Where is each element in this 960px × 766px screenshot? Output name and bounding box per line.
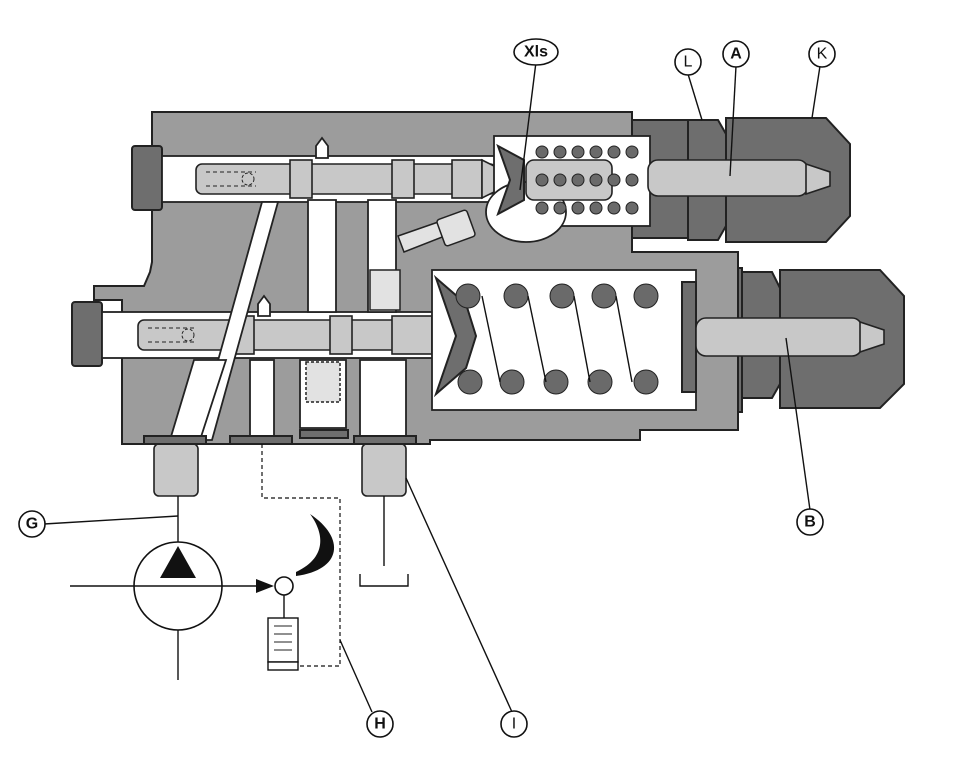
callout-g: G [18, 510, 46, 538]
callout-xls: Xls [513, 38, 559, 66]
upper-left-cap [131, 145, 163, 211]
adjuster-b [695, 269, 905, 409]
pump-arrow-icon [160, 546, 196, 578]
label-h: H [374, 716, 386, 733]
callout-l: L [674, 48, 702, 76]
passages [168, 199, 407, 441]
callout-b: B [796, 508, 824, 536]
label-a: A [730, 46, 742, 63]
relief-valve-symbol [267, 617, 299, 663]
callout-a: A [722, 40, 750, 68]
label-k: K [817, 46, 828, 63]
hydraulic-schematic [70, 444, 409, 680]
callout-h: H [366, 710, 394, 738]
main-spring-chamber [431, 269, 697, 411]
label-l: L [684, 54, 693, 71]
leader-lines [43, 61, 821, 713]
callout-k: K [808, 40, 836, 68]
adjuster-a [647, 117, 851, 243]
lower-left-cap [71, 301, 103, 367]
label-xls: Xls [524, 44, 548, 61]
adjusting-screw-a [647, 159, 809, 197]
pilot-spring [535, 145, 639, 215]
label-b: B [804, 514, 816, 531]
ports [143, 429, 417, 497]
label-g: G [26, 516, 38, 533]
adjusting-screw-b [695, 317, 863, 357]
pilot-line [261, 444, 341, 667]
callout-i: I [500, 710, 528, 738]
pilot-chamber [397, 135, 651, 253]
port-g-fitting [153, 443, 199, 497]
label-i: I [512, 716, 516, 733]
port-i-fitting [361, 443, 407, 497]
main-spring [455, 283, 659, 395]
upper-spool [195, 163, 497, 195]
